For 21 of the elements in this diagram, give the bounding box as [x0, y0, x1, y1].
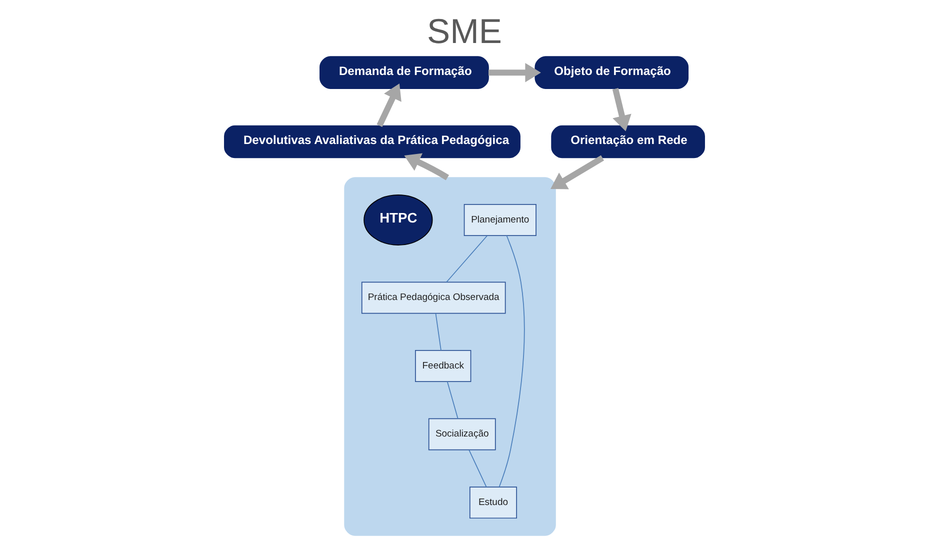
node-box: Planejamento [464, 204, 536, 236]
connector [446, 235, 488, 283]
connector [435, 312, 442, 351]
diagram-title: SME [427, 12, 502, 51]
node-box: Feedback [415, 350, 472, 382]
arrow [550, 155, 604, 190]
connector [498, 235, 525, 488]
node-box: Devolutivas Avaliativas da Prática Pedagógica [224, 125, 520, 158]
arrow [488, 62, 541, 82]
node-box: Socialização [428, 418, 496, 450]
connector [468, 450, 487, 488]
node-box: Prática Pedagógica Observada [361, 282, 506, 314]
connector [446, 381, 458, 420]
node-box: Orientação em Rede [551, 125, 705, 158]
arrow [376, 84, 402, 127]
node-ellipse: HTPC [364, 194, 433, 246]
cluster [344, 177, 556, 536]
node-box: Demanda de Formação [320, 56, 489, 90]
node-box: Objeto de Formação [534, 56, 689, 90]
arrow [612, 88, 632, 132]
node-box: Estudo [469, 486, 517, 519]
